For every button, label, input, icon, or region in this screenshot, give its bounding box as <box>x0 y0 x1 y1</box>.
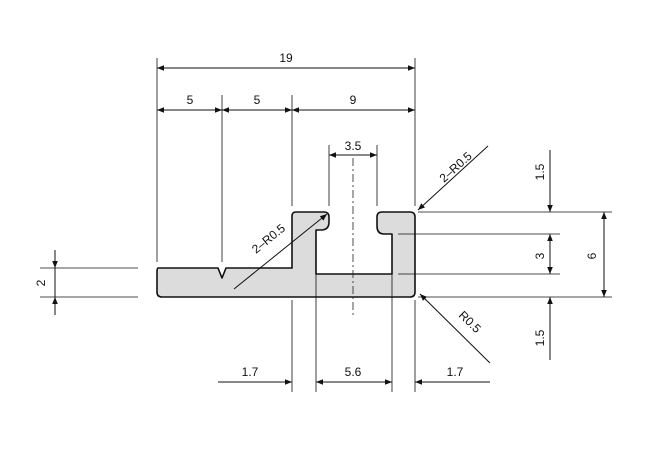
leader-radius-bottom-right <box>419 293 491 364</box>
label-seg-mid: 5 <box>254 93 261 107</box>
label-height-total: 6 <box>585 252 599 259</box>
label-seg-right: 9 <box>350 93 357 107</box>
label-radius-top-right: 2–R0.5 <box>437 149 475 186</box>
label-height-top: 1.5 <box>533 163 547 180</box>
label-radius-inner: 2–R0.5 <box>249 221 288 256</box>
label-thickness-left: 2 <box>34 279 48 286</box>
label-radius-bottom-right: R0.5 <box>456 308 484 336</box>
label-seg-left: 5 <box>187 93 194 107</box>
label-bottom-right: 1.7 <box>447 365 464 379</box>
label-height-mid: 3 <box>533 252 547 259</box>
label-bottom-mid: 5.6 <box>345 365 362 379</box>
leader-radius-inner <box>233 213 328 290</box>
label-overall-width: 19 <box>279 51 293 65</box>
label-bottom-left: 1.7 <box>242 365 259 379</box>
extrusion-profile <box>156 211 416 298</box>
leader-radius-top-right <box>417 145 489 211</box>
label-height-bottom: 1.5 <box>533 329 547 346</box>
label-slot-width: 3.5 <box>345 139 362 153</box>
